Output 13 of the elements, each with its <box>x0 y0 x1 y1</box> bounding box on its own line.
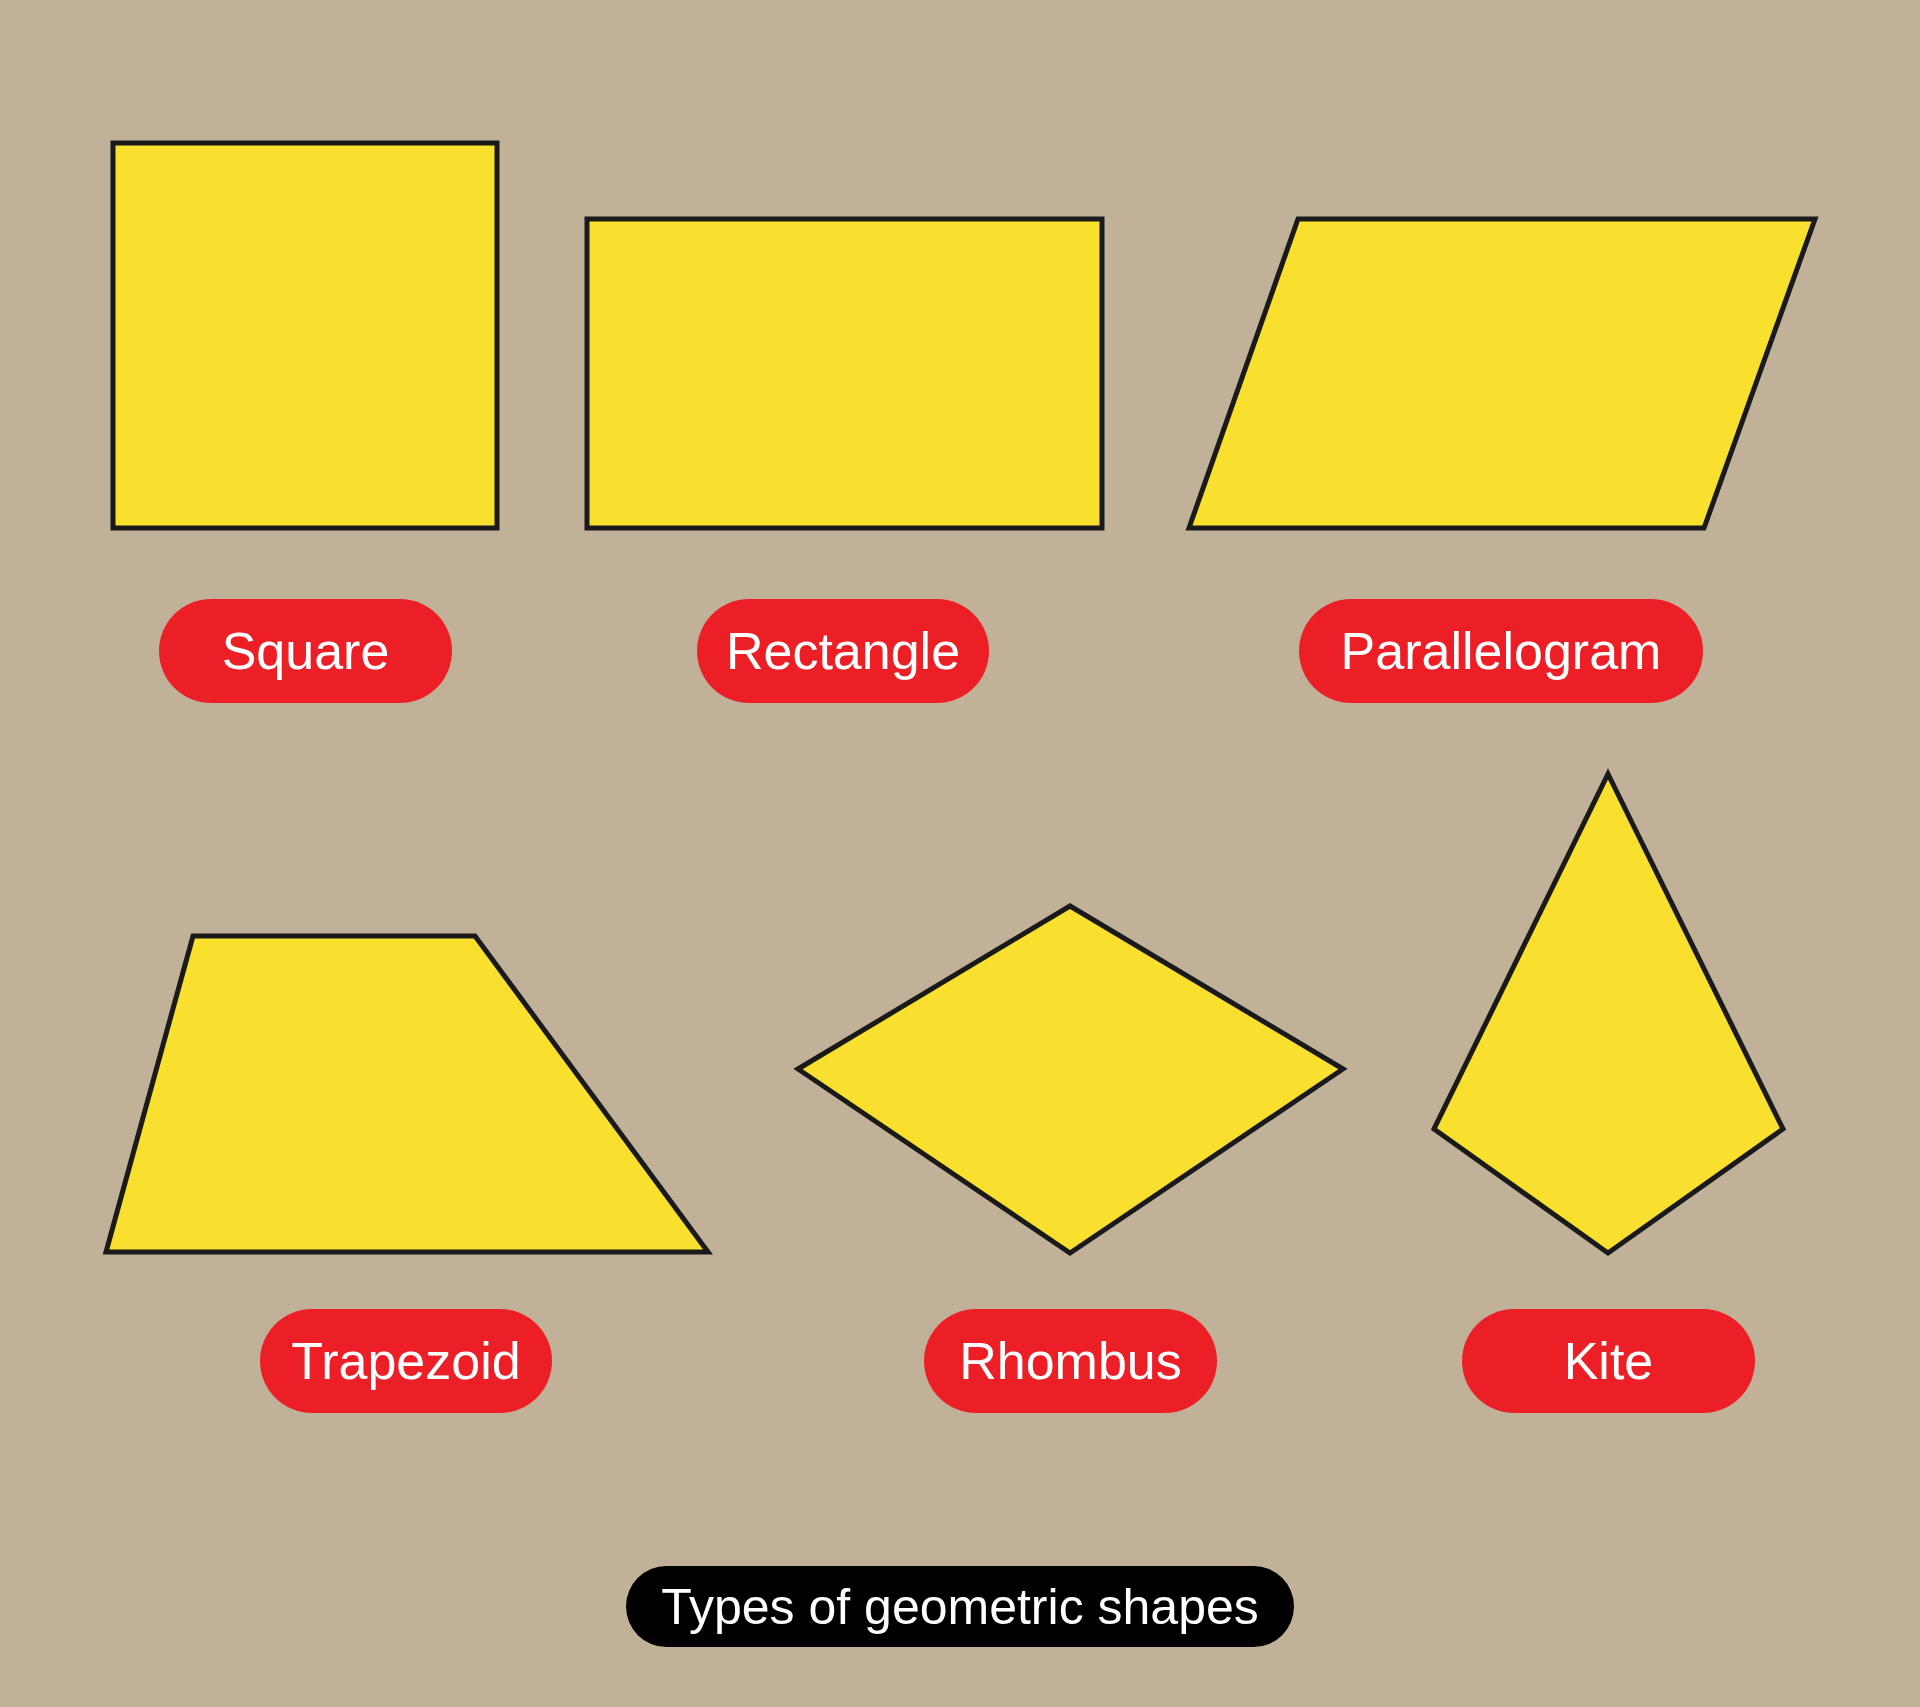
shape-name-tag: Parallelogram <box>1299 599 1703 703</box>
trapezoid-shape <box>102 933 713 1255</box>
shape-name-tag: Square <box>159 599 452 703</box>
rhombus-shape <box>793 903 1348 1256</box>
shape-name-tag: Rhombus <box>924 1309 1217 1413</box>
title-banner: Types of geometric shapes <box>626 1566 1294 1647</box>
shape-name-tag: Rectangle <box>697 599 989 703</box>
shape-name-tag: Kite <box>1462 1309 1755 1413</box>
parallelogram-shape <box>1185 216 1819 531</box>
kite-shape <box>1430 768 1787 1257</box>
square-shape <box>110 140 500 531</box>
shape-name-tag: Trapezoid <box>260 1309 552 1413</box>
rectangle-shape <box>584 216 1105 531</box>
